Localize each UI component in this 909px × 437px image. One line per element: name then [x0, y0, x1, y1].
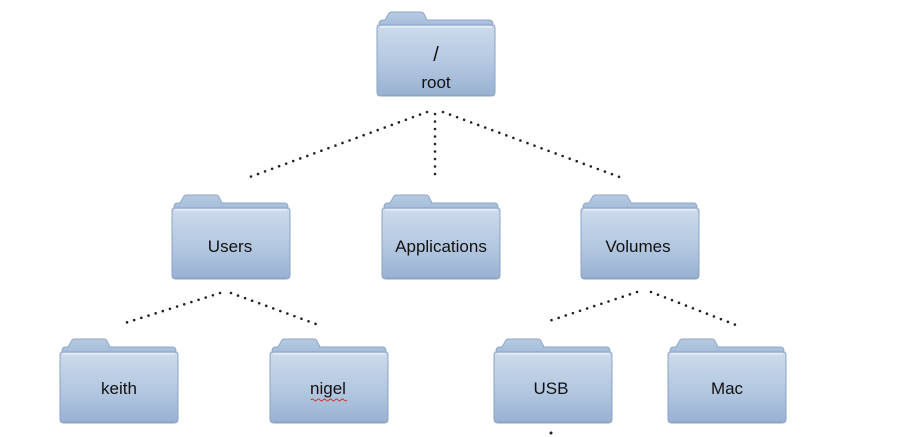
connector-users-nigel — [229, 291, 318, 326]
folder-nigel[interactable]: nigel — [269, 338, 389, 424]
nigel-label: nigel — [310, 379, 346, 398]
keith-label: keith — [101, 379, 137, 398]
stray-dot — [549, 431, 553, 435]
folder-keith[interactable]: keith — [59, 338, 179, 424]
connector-root-volumes — [441, 110, 627, 181]
volumes-label: Volumes — [605, 237, 670, 256]
root-symbol-label: / — [433, 44, 439, 66]
connector-volumes-mac — [649, 290, 738, 327]
applications-label: Applications — [395, 237, 487, 256]
usb-label: USB — [534, 379, 569, 398]
connector-users-keith — [123, 291, 222, 325]
connector-volumes-usb — [544, 290, 639, 324]
folder-users[interactable]: Users — [171, 194, 291, 280]
folder-mac[interactable]: Mac — [667, 338, 787, 424]
folder-volumes[interactable]: Volumes — [580, 194, 700, 280]
spellcheck-underline — [310, 398, 348, 402]
root-name-label: root — [421, 73, 451, 92]
folder-usb[interactable]: USB — [493, 338, 613, 424]
folder-applications[interactable]: Applications — [381, 194, 501, 280]
connector-root-users — [245, 110, 429, 180]
folder-root[interactable]: / root — [376, 11, 496, 97]
users-label: Users — [208, 237, 252, 256]
mac-label: Mac — [711, 379, 744, 398]
